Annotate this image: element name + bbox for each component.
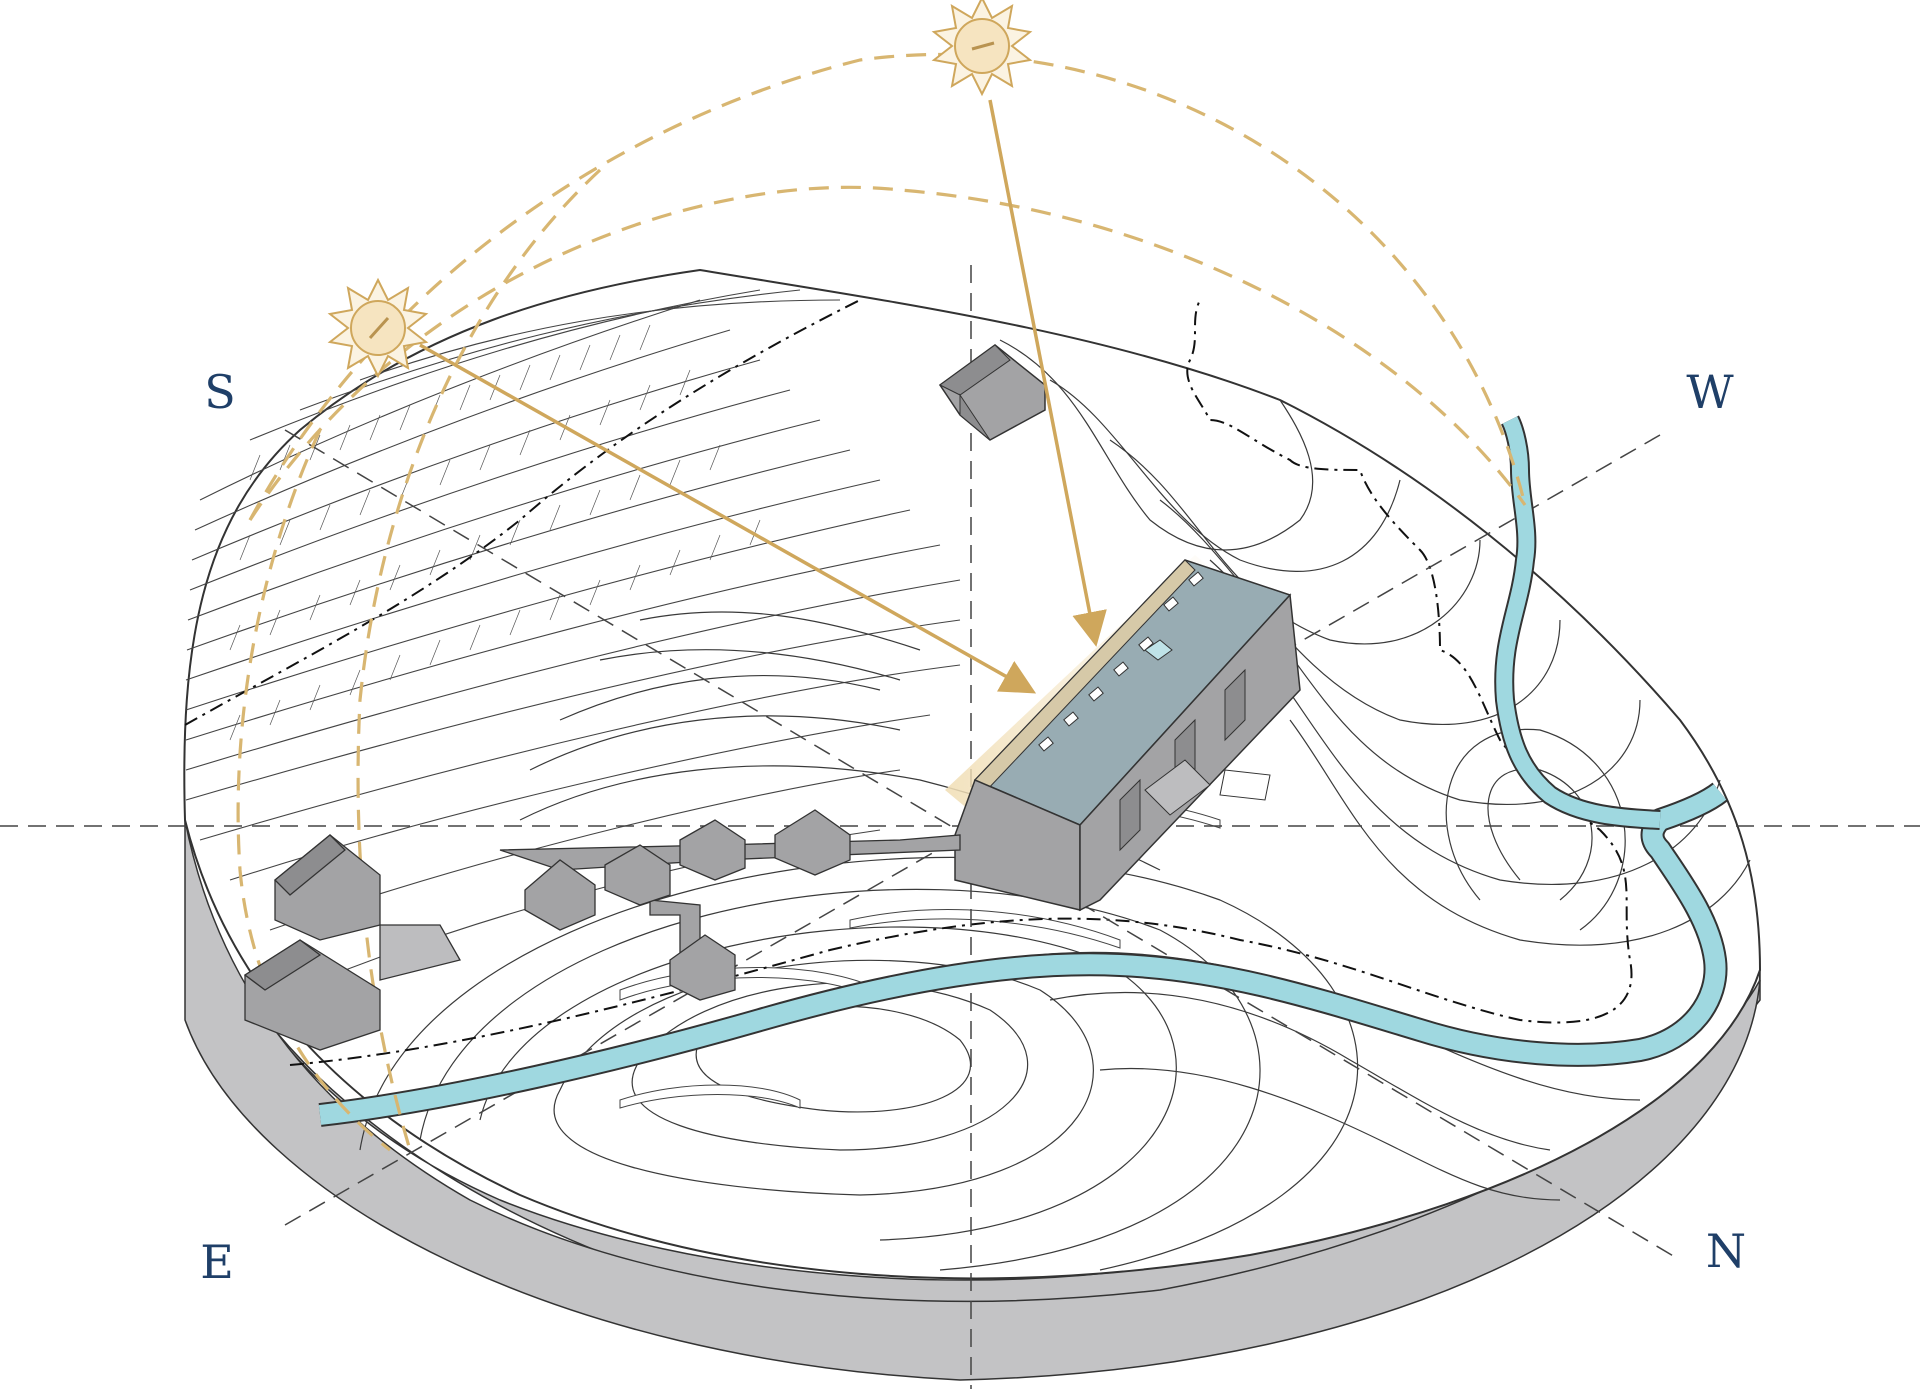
compass-label-west: W [1686,365,1734,419]
summer-sun-ray [988,99,1107,647]
main-house-terrace [1219,769,1271,801]
cabin-3 [524,859,596,931]
compass-label-east: E [200,1235,234,1289]
cabin-5 [679,819,746,881]
roof-vents [1038,571,1204,752]
cabin-7 [669,934,736,1001]
cabin-4 [604,844,671,906]
summer-sun-descent [356,168,602,1151]
main-house-window-3 [1224,668,1246,742]
cabin-deck [379,924,461,981]
cabin-2 [243,939,381,1051]
main-house-deck [1144,759,1211,816]
winter-sun-ray [419,343,1037,694]
main-house-window-1 [1119,778,1141,852]
axis-s-n-diagonal [284,429,1681,1261]
upper-barn [938,344,1046,441]
main-house-skylight [1144,639,1173,661]
main-house [945,555,1301,912]
sun-icon-summer [931,0,1033,97]
creek [318,415,1728,1127]
compass-label-north: N [1706,1224,1746,1278]
cabin-1 [274,834,381,941]
property-boundary [184,299,1633,1066]
cabin-6 [774,809,851,876]
summer-sun-arc [248,52,1527,521]
steep-slope-hatching [185,289,961,981]
winter-sun-arc [248,185,1527,521]
sun-rays [419,99,1107,694]
sun-paths [236,52,1527,1152]
compass-label-south: S [204,365,236,419]
cabin-cluster [243,809,961,1051]
sun-icon-winter [327,277,429,379]
winter-sun-descent [236,429,391,1152]
